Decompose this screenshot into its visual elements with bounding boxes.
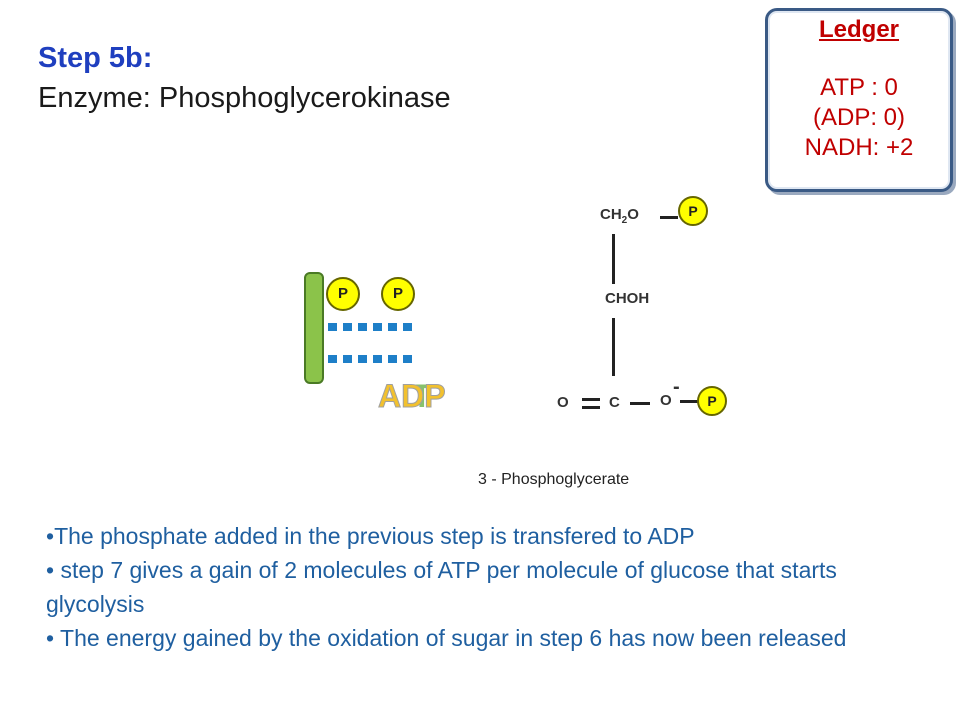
oxygen-minus: O bbox=[660, 392, 672, 409]
adp-label: ADP bbox=[378, 378, 447, 415]
bullet-item-1: •The phosphate added in the previous ste… bbox=[46, 523, 695, 549]
bond-c1-o bbox=[630, 402, 650, 405]
atp-ghost-letter: T bbox=[412, 378, 432, 414]
ch2o-group: CH2O bbox=[600, 206, 639, 226]
choh-group: CHOH bbox=[605, 290, 650, 307]
phosphate-circle-bottom: P bbox=[697, 386, 727, 416]
step-heading: Step 5b: bbox=[38, 42, 153, 74]
bond-c2-c1 bbox=[612, 318, 615, 376]
negative-charge: - bbox=[673, 376, 680, 398]
carbonyl-oxygen: O bbox=[557, 394, 569, 411]
bond-c3-c2 bbox=[612, 234, 615, 284]
carbon-c1: C bbox=[609, 394, 620, 411]
bond-ch2o-p bbox=[660, 216, 678, 219]
ledger-heading: Ledger bbox=[818, 16, 899, 43]
phosphate-circle-2: P bbox=[381, 277, 415, 311]
phosphate-circle-top: P bbox=[678, 196, 708, 226]
bullet-item-3: • The energy gained by the oxidation of … bbox=[46, 625, 847, 651]
double-bond-top bbox=[582, 398, 600, 401]
ledger-nadh: NADH: +2 bbox=[804, 134, 914, 161]
enzyme-name: Enzyme: Phosphoglycerokinase bbox=[38, 82, 451, 114]
slide-title: Step 5b: Enzyme: Phosphoglycerokinase bbox=[38, 38, 451, 118]
bullet-item-2: • step 7 gives a gain of 2 molecules of … bbox=[46, 557, 837, 617]
molecule-caption: 3 - Phosphoglycerate bbox=[478, 471, 630, 488]
bond-dots-lower bbox=[328, 355, 418, 363]
double-bond-bottom bbox=[582, 406, 600, 409]
bullet-list: •The phosphate added in the previous ste… bbox=[46, 519, 926, 655]
ledger-adp: (ADP: 0) bbox=[812, 104, 905, 131]
bond-o-p bbox=[680, 400, 698, 403]
phosphate-circle-1: P bbox=[326, 277, 360, 311]
carrier-bar bbox=[304, 272, 324, 384]
bond-dots-upper bbox=[328, 323, 418, 331]
ledger-atp: ATP : 0 bbox=[820, 74, 898, 101]
ledger-box: Ledger ATP : 0 (ADP: 0) NADH: +2 bbox=[765, 8, 953, 192]
